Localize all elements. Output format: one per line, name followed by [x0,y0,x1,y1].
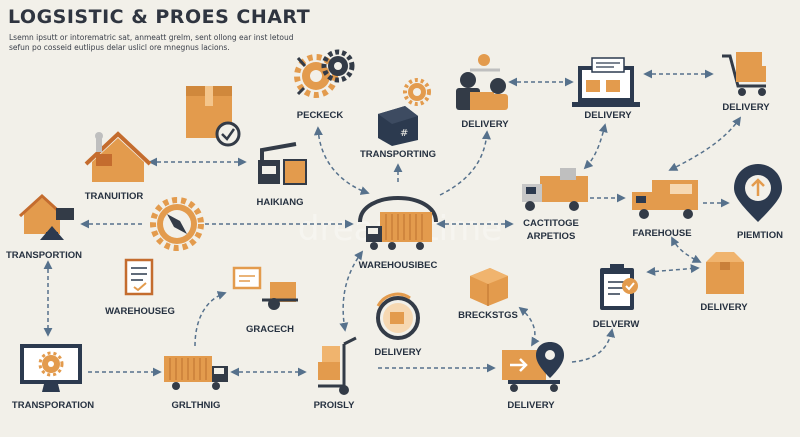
label-delivery-top: DELIVERY [461,119,509,130]
label-grlthnig: GRLTHNIG [172,400,221,411]
label-delivery-cart: DELIVERY [722,102,770,113]
open-box-icon [706,252,744,294]
monitor-icon [20,344,82,392]
cart-icon [722,52,766,96]
gears-icon [294,49,355,98]
arrow-farehouse-box [671,236,702,263]
arrow-warehouse-delivery-top [439,130,491,196]
houses-icon [18,193,74,240]
hand-truck-icon [232,266,298,310]
page-subtitle-line-2: sefun po cosseid eutlipus delar uslicl o… [9,43,230,52]
arrow-peckeck-warehouse [313,126,370,195]
package-check-icon [186,86,241,147]
label-haikiang: HAIKIANG [257,197,304,208]
box-gear-icon: # [378,78,431,146]
label-brecksigs: BRECKSTGS [458,310,518,321]
label-piemtion: PIEMTION [737,230,783,241]
arrow-delverw-box [646,264,700,276]
laptop-icon [572,57,640,107]
forklift-icon [258,142,307,185]
box-icon [470,268,508,306]
label-proisly: PROISLY [314,400,355,411]
label-cactitoge: CACTITOGE [523,218,579,229]
location-pin-icon [734,164,782,222]
arrow-laptop-cactitoge [583,123,608,170]
trolley-icon [318,336,357,395]
label-gracech: GRACECH [246,324,294,335]
clock-delivery-icon [376,292,420,340]
arrow-delivery-delverw [571,328,615,363]
arrow-brecksigs-delivery [518,306,540,347]
container-truck-small-icon [164,356,228,390]
label-delivery-bottom: DELIVERY [507,400,555,411]
delivery-person-icon [456,54,508,110]
label-delverw: DELVERW [593,319,640,330]
label-warehousebec: WAREHOUSIBEC [359,260,438,271]
label-warehouseg: WAREHOUSEG [105,306,175,317]
label-farehouse: FAREHOUSE [632,228,691,239]
clipboard-icon [600,264,638,310]
compass-gear-icon [150,197,204,251]
page-title: LOGSISTIC & PROES CHART [8,6,311,28]
svg-text:#: # [400,128,408,139]
label-delivery-mid: DELIVERY [374,347,422,358]
label-arpetios: ARPETIOS [527,231,576,242]
label-peckeck: PECKECK [297,110,344,121]
arrow-grlthnig-gracech [194,291,227,347]
arrow-cart-farehouse [668,116,742,171]
label-transporation: TRANSPORATION [12,400,94,411]
label-delivery-box: DELIVERY [700,302,748,313]
label-transportion: TRANSPORTION [6,250,82,261]
label-transporting: TRANSPORTING [360,149,436,160]
cargo-truck-icon [522,168,588,211]
delivery-pin-icon [502,342,564,392]
page-subtitle-line-1: Lsemn ipsutt or intorematric sat, anmeat… [9,33,294,42]
arrow-warehouse-mid-delivery [339,250,364,332]
document-icon [124,258,154,296]
label-delivery-laptop: DELIVERY [584,110,632,121]
warehouse-box-icon [84,131,152,182]
truck-icon [632,180,698,219]
container-truck-icon [358,196,438,250]
label-tranuitior: TRANUITIOR [85,191,144,202]
connectors [43,69,742,377]
